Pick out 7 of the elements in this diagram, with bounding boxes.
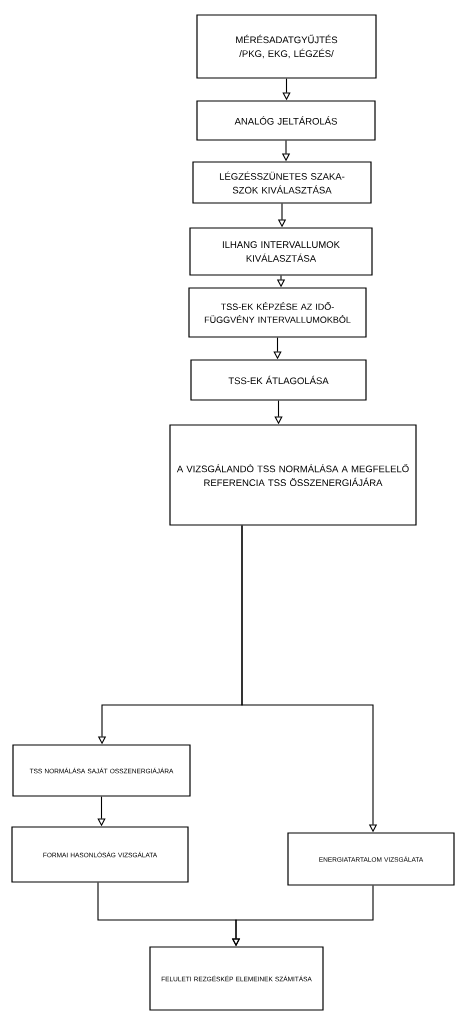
process-box: MÉRÉSADATGYŰJTÉS /PKG, EKG, LÉGZÉS/ (196, 14, 377, 79)
process-box: TSS-EK ÁTLAGOLÁSA (190, 359, 367, 401)
process-box: ILHANG INTERVALLUMOK KIVÁLASZTÁSA (189, 227, 373, 276)
process-box: ANALÓG JELTÁROLÁS (196, 100, 376, 141)
process-box: LÉGZÉSSZÜNETES SZAKA-SZOK KIVÁLASZTÁSA (192, 161, 372, 204)
process-box: TSS-EK KÉPZÉSE AZ IDŐ-FÜGGVÉNY INTERVALLUMOKBÓL (188, 287, 367, 338)
process-box: A VIZSGÁLANDÓ TSS NORMÁLÁSA A MEGFELELŐ REFERENCIA TSS ÖSSZENERGIÁJÁRA (169, 424, 417, 526)
